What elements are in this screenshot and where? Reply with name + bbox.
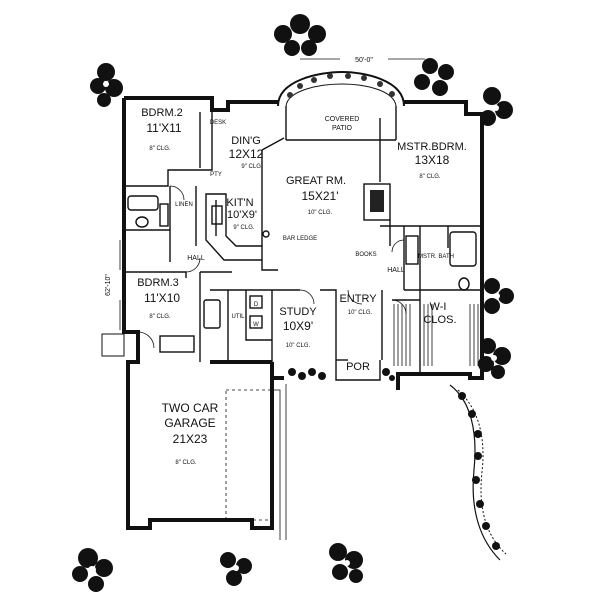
room-entry: ENTRY 10" CLG. xyxy=(339,293,377,316)
room-garage: TWO CAR GARAGE 21X23 8" CLG. xyxy=(162,401,219,466)
tree-bottom-left xyxy=(72,548,113,592)
garage-line2: GARAGE xyxy=(164,416,215,430)
dimension-width: 50'-0" xyxy=(300,57,425,64)
room-wic: W-I CLOS. xyxy=(423,301,456,326)
master-name: MSTR.BDRM. xyxy=(397,141,467,153)
garage-ceiling: 8" CLG. xyxy=(175,460,196,466)
fixtures xyxy=(127,195,477,353)
great-size: 15X21' xyxy=(302,189,339,203)
interior-walls xyxy=(124,110,482,381)
bar-ledge-label: BAR LEDGE xyxy=(283,236,317,242)
master-ceiling: 8" CLG. xyxy=(419,174,440,180)
study-name: STUDY xyxy=(279,306,317,318)
room-master: MSTR.BDRM. 13X18 8" CLG. xyxy=(397,141,467,180)
washer-label: W xyxy=(253,322,259,328)
patio-label-line2: PATIO xyxy=(332,125,353,132)
entry-name: ENTRY xyxy=(339,293,377,305)
master-vanity xyxy=(405,235,419,265)
kitchen-name: KIT'N xyxy=(226,197,253,209)
porch-label: POR xyxy=(346,361,370,373)
room-study: STUDY 10X9' 10" CLG. xyxy=(279,306,317,349)
left-toilet xyxy=(135,216,149,228)
great-ceiling: 10" CLG. xyxy=(308,210,333,216)
dining-size: 12X12 xyxy=(229,147,264,161)
dimension-depth: 62'-10" xyxy=(105,240,121,330)
kitchen-size: 10'X9' xyxy=(227,209,257,221)
master-size: 13X18 xyxy=(415,153,450,167)
door-swings xyxy=(137,185,407,349)
left-tub xyxy=(127,195,159,211)
tree-bottom-right xyxy=(329,543,363,583)
hall-right-label: HALL xyxy=(387,267,405,274)
desk-label: DESK xyxy=(210,120,226,126)
room-bdrm2: BDRM.2 11'X11 8" CLG. xyxy=(141,107,183,152)
left-vanity xyxy=(159,203,169,227)
depth-dimension-label: 62'-10" xyxy=(105,274,112,296)
width-dimension-label: 50'-0" xyxy=(355,57,373,64)
room-kitchen: KIT'N 10'X9' 9" CLG. xyxy=(226,197,257,231)
bdrm3-vanity xyxy=(159,335,195,353)
books-label: BOOKS xyxy=(355,252,376,258)
bdrm2-size: 11'X11 xyxy=(146,121,182,135)
tree-right-middle xyxy=(484,278,514,314)
dryer xyxy=(249,315,263,329)
room-great: GREAT RM. 15X21' 10" CLG. xyxy=(286,175,346,216)
wic-name: W-I xyxy=(430,301,447,313)
pantry-label: PTY xyxy=(210,172,222,178)
exterior-walls xyxy=(122,96,484,530)
garage-line1: TWO CAR xyxy=(162,401,219,415)
bdrm3-bath-tub xyxy=(203,299,221,329)
wic-name2: CLOS. xyxy=(423,314,456,326)
tree-top-left xyxy=(90,63,123,107)
kitchen-ceiling: 9" CLG. xyxy=(233,225,254,231)
great-name: GREAT RM. xyxy=(286,175,346,187)
master-tub xyxy=(449,231,477,267)
mstr-bath-label: MSTR. BATH xyxy=(418,254,454,260)
washer xyxy=(249,295,263,309)
closet-shelving xyxy=(393,304,479,366)
bdrm3-name: BDRM.3 xyxy=(137,277,179,289)
linen-label: LINEN xyxy=(175,202,193,208)
study-ceiling: 10" CLG. xyxy=(286,343,311,349)
dining-name: DIN'G xyxy=(231,135,261,147)
garage-door xyxy=(225,384,287,540)
tree-top-center xyxy=(274,14,326,56)
util-label: UTIL xyxy=(231,314,245,320)
bdrm2-name: BDRM.2 xyxy=(141,107,183,119)
tree-right-upper xyxy=(480,87,513,126)
kitchen-sink xyxy=(211,205,223,225)
bdrm3-ceiling: 8" CLG. xyxy=(149,314,170,320)
room-bdrm3: BDRM.3 11'X10 8" CLG. xyxy=(137,277,180,320)
hall-left-label: HALL xyxy=(187,255,205,262)
dryer-label: D xyxy=(254,302,259,308)
landscape-trees xyxy=(72,14,514,592)
misc-labels: HALL HALL LINEN BAR LEDGE BOOKS MSTR. BA… xyxy=(175,120,454,373)
covered-patio: COVERED PATIO xyxy=(277,70,405,141)
garage-size: 21X23 xyxy=(173,432,208,446)
dining-ceiling: 9" CLG. xyxy=(241,164,262,170)
bdrm3-size: 11'X10 xyxy=(144,291,180,305)
patio-stones xyxy=(287,73,395,98)
tree-top-right xyxy=(414,58,454,96)
room-dining: DIN'G 12X12 9" CLG. xyxy=(229,135,264,170)
study-size: 10X9' xyxy=(283,319,313,333)
patio-label-line1: COVERED xyxy=(325,116,360,123)
entry-ceiling: 10" CLG. xyxy=(348,310,373,316)
bdrm2-ceiling: 8" CLG. xyxy=(149,146,170,152)
porch-planters xyxy=(101,333,395,381)
master-toilet xyxy=(458,277,470,291)
shrub-border xyxy=(449,384,507,561)
range xyxy=(262,230,270,238)
tree-bottom-mid xyxy=(220,552,252,586)
